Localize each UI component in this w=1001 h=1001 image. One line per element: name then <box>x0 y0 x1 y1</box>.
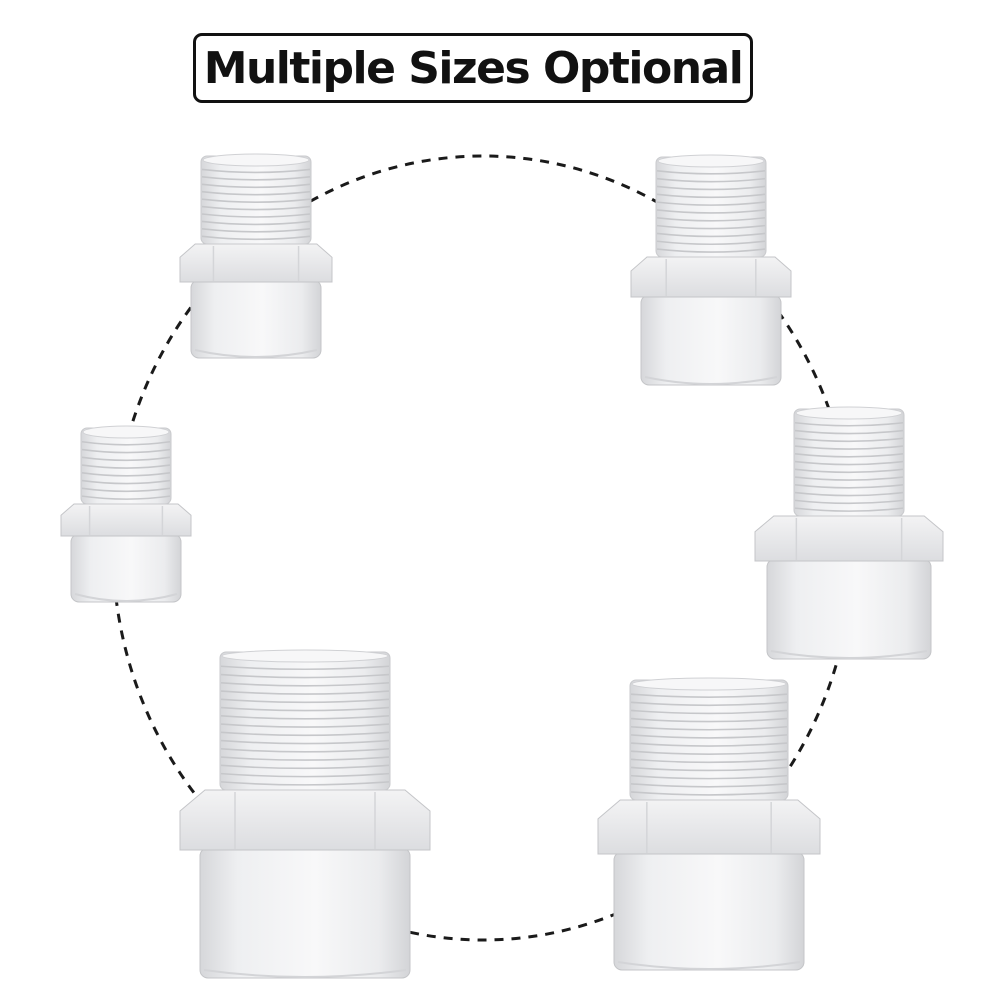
fitting-top-right <box>630 154 792 386</box>
fitting-middle-left <box>60 425 192 603</box>
title-text: Multiple Sizes Optional <box>203 42 744 94</box>
title-box: Multiple Sizes Optional <box>193 33 753 103</box>
fitting-middle-right <box>754 406 944 660</box>
fitting-bottom-right <box>597 677 821 971</box>
fitting-bottom-left <box>179 649 431 979</box>
fitting-top-left <box>179 153 333 359</box>
